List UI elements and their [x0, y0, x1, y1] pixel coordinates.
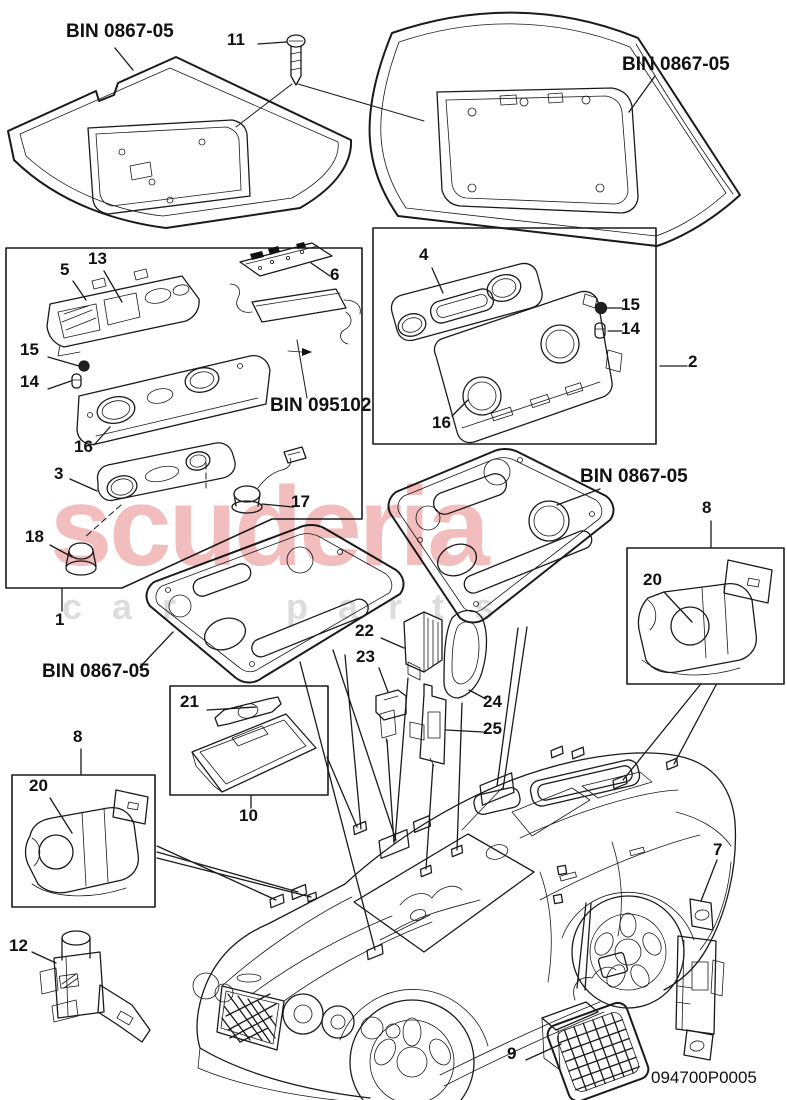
bezel-4 — [390, 262, 543, 342]
bin-label-panel-left: BIN 0867-05 — [42, 661, 150, 682]
roof-panel-left — [145, 524, 405, 684]
callout-25: 25 — [483, 719, 502, 738]
group-box-2 — [372, 227, 657, 445]
courtesy-lamp-20-right — [637, 559, 773, 676]
group-box-10 — [169, 685, 329, 796]
diagram-reference-code: 094700P0005 — [651, 1068, 757, 1087]
callout-4: 4 — [419, 245, 429, 264]
bulb-14-left — [71, 373, 82, 389]
group-box-8-left — [11, 774, 156, 908]
festoon-lamp-18 — [65, 542, 97, 576]
callout-14-left: 14 — [20, 372, 39, 391]
lamp-housing-16-right — [433, 290, 623, 444]
callout-3: 3 — [54, 464, 64, 483]
callout-22: 22 — [355, 621, 374, 640]
roof-console-top-left — [7, 56, 353, 229]
nut-15-right — [594, 301, 608, 315]
callout-2: 2 — [688, 352, 698, 371]
callout-13: 13 — [88, 249, 107, 268]
callout-17: 17 — [291, 492, 310, 511]
callout-8-left: 8 — [73, 727, 83, 746]
headliner-top-right — [368, 11, 741, 247]
switch-12 — [39, 930, 151, 1043]
callout-20-right: 20 — [643, 570, 662, 589]
festoon-lamp-17 — [231, 446, 307, 514]
callout-10: 10 — [239, 806, 258, 825]
sensor-22 — [403, 611, 443, 681]
switch-23 — [375, 689, 407, 745]
car-location-markers — [269, 745, 679, 961]
door-lamp-9 — [541, 952, 650, 1100]
callout-9: 9 — [507, 1044, 517, 1063]
bin-label-panel-right: BIN 0867-05 — [580, 466, 688, 487]
lens-strip-3 — [83, 442, 236, 539]
trim-bezel-24 — [443, 609, 488, 699]
screw-part-11 — [235, 34, 425, 128]
callout-15-left: 15 — [20, 340, 39, 359]
callout-24: 24 — [483, 692, 502, 711]
bin-label-module: BIN 095102 — [270, 395, 372, 416]
callout-23: 23 — [356, 647, 375, 666]
group-box-8-right — [626, 547, 785, 685]
callout-5: 5 — [60, 260, 70, 279]
bin-label-top-left: BIN 0867-05 — [66, 21, 174, 42]
callout-21: 21 — [180, 692, 199, 711]
bin-label-top-right: BIN 0867-05 — [622, 54, 730, 75]
callout-8-right: 8 — [702, 498, 712, 517]
callout-12: 12 — [9, 936, 28, 955]
callout-16-right: 16 — [432, 413, 451, 432]
callout-11: 11 — [227, 30, 245, 49]
circuit-board-6 — [239, 242, 333, 277]
callout-14-right: 14 — [621, 319, 640, 338]
nut-15-left — [78, 360, 90, 372]
callout-7: 7 — [713, 840, 723, 859]
control-module-bin-095102 — [229, 283, 361, 399]
callout-15-right: 15 — [621, 295, 640, 314]
roof-panel-right — [387, 448, 615, 624]
callout-20-left: 20 — [29, 776, 48, 795]
callout-16-left: 16 — [74, 437, 93, 456]
bracket-25 — [409, 683, 447, 767]
bulb-14-right — [594, 322, 606, 339]
courtesy-lamp-20-left — [24, 789, 149, 897]
interior-lamp-10 — [191, 696, 317, 793]
leader-lines — [31, 41, 718, 1061]
callout-18: 18 — [25, 527, 44, 546]
lamp-housing-16-left — [76, 354, 271, 446]
group-box-1 — [5, 247, 363, 589]
callout-1: 1 — [55, 610, 65, 629]
bracket-7 — [675, 898, 725, 1061]
console-frame-5-13 — [46, 268, 200, 357]
callout-6: 6 — [330, 265, 340, 284]
car-illustration — [192, 752, 737, 1100]
